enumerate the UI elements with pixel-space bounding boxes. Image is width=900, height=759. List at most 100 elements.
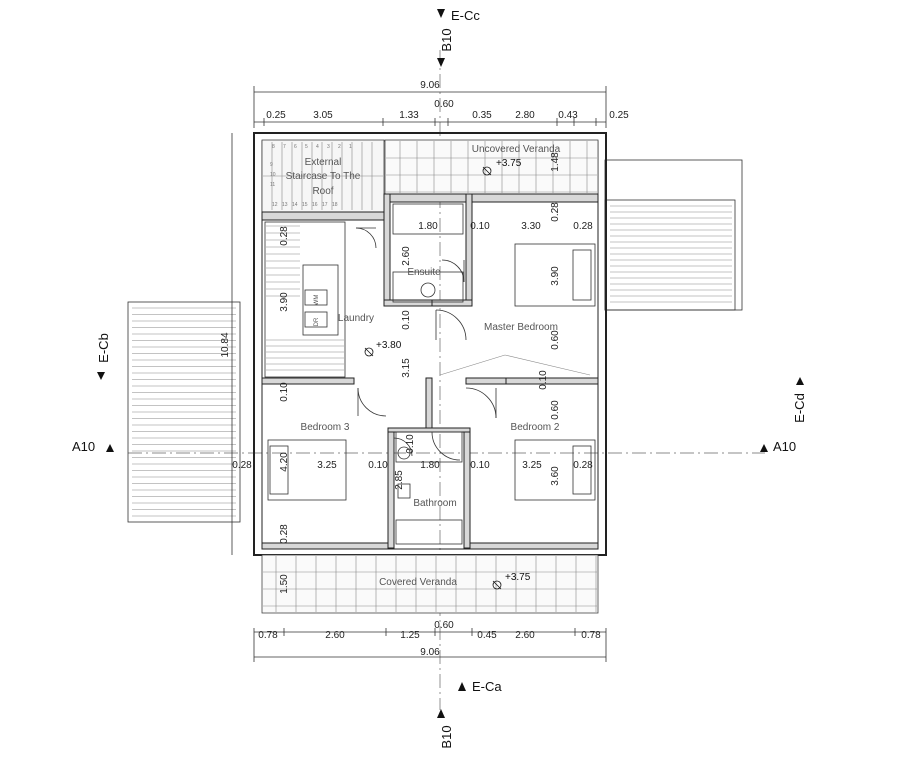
interior-walls	[261, 193, 599, 550]
section-top-b: B10	[439, 28, 454, 51]
stair-number: 4	[316, 144, 319, 150]
dim-top-seg-6: 0.43	[558, 110, 578, 121]
bedroom3-bed	[267, 439, 347, 501]
covered-veranda-area	[261, 554, 599, 614]
level-marker-uncovered: +3.75	[482, 158, 522, 176]
dim-top-center: 0.60	[434, 99, 454, 110]
dim-vc-2: 0.10	[401, 310, 412, 330]
ensuite-fixtures	[392, 203, 464, 303]
dim-left-seg-5: 0.28	[279, 524, 290, 544]
uncovered-veranda-area	[384, 139, 599, 196]
stair-number: 6	[294, 144, 297, 150]
dim-left-overall: 10.84	[220, 332, 231, 357]
bathroom-fixtures	[395, 431, 463, 545]
dim-bottom-seg-3: 1.25	[400, 630, 420, 641]
dim-left-seg-1: 0.28	[279, 226, 290, 246]
dim-mid-1: 0.28	[232, 460, 252, 471]
section-top-e: E-Cc	[451, 8, 480, 23]
stair-number: 5	[305, 144, 308, 150]
dim-bottom-center: 0.60	[434, 620, 454, 631]
label-bedroom3: Bedroom 3	[301, 422, 350, 433]
dim-vc-4: 0.10	[405, 434, 416, 454]
dim-top-overall: 9.06	[420, 80, 440, 91]
section-marker-left: E-Cb A10	[72, 333, 114, 454]
stair-number: 2	[338, 144, 341, 150]
dim-up-3: 3.30	[521, 221, 541, 232]
dim-top-seg-4: 0.35	[472, 110, 492, 121]
stair-number: 8	[272, 144, 275, 150]
stair-number: 9	[270, 162, 273, 168]
dim-vc-1: 2.60	[401, 246, 412, 266]
stair-number: 18	[332, 202, 338, 208]
stair-number: 16	[312, 202, 318, 208]
dim-up-1: 1.80	[418, 221, 438, 232]
dim-vr-1: 1.48	[550, 152, 561, 172]
dim-vr-2: 0.28	[550, 202, 561, 222]
dim-mid-6: 3.25	[522, 460, 542, 471]
stair-number: 17	[322, 202, 328, 208]
dim-bottom-seg-5: 2.60	[515, 630, 535, 641]
level-marker-covered: +3.75	[492, 572, 531, 590]
level-marker-laundry: +3.80	[364, 340, 402, 357]
dim-left-seg-6: 1.50	[279, 574, 290, 594]
label-ensuite: Ensuite	[407, 267, 441, 278]
stair-number: 12	[272, 202, 278, 208]
stair-number: 11	[270, 182, 275, 188]
dim-left-seg-4: 4.20	[279, 452, 290, 472]
dim-bottom-seg-2: 2.60	[325, 630, 345, 641]
dim-top-seg-5: 2.80	[515, 110, 535, 121]
dim-bottom-seg-6: 0.78	[581, 630, 601, 641]
internal-stair	[264, 221, 346, 378]
dim-up-4: 0.28	[573, 221, 593, 232]
section-marker-right: E-Cd A10	[760, 377, 807, 454]
level-laundry: +3.80	[376, 340, 402, 351]
dim-vr-6: 0.60	[550, 400, 561, 420]
dim-top-seg-3: 1.33	[399, 110, 419, 121]
section-right-e: E-Cd	[792, 393, 807, 423]
dim-top-seg-1: 0.25	[266, 110, 286, 121]
label-bedroom2: Bedroom 2	[511, 422, 560, 433]
dim-bottom-seg-4: 0.45	[477, 630, 497, 641]
dim-bottom-seg-1: 0.78	[258, 630, 278, 641]
dim-vc-3: 3.15	[401, 358, 412, 378]
label-stair-1: External	[305, 157, 342, 168]
dim-vc-5: 2.85	[394, 470, 405, 490]
section-left-e: E-Cb	[96, 333, 111, 363]
master-bed	[439, 243, 596, 376]
dim-bottom-overall: 9.06	[420, 647, 440, 658]
label-laundry: Laundry	[338, 313, 374, 324]
stair-number: 14	[292, 202, 298, 208]
stair-number: 7	[283, 144, 286, 150]
level-covered: +3.75	[505, 572, 531, 583]
right-deck	[604, 159, 743, 311]
bedroom2-bed	[514, 439, 596, 501]
section-marker-bottom: E-Ca B10	[437, 679, 502, 749]
dim-top-seg-7: 0.25	[609, 110, 629, 121]
label-stair-2: Staircase To The	[286, 171, 361, 182]
section-left-a: A10	[72, 439, 95, 454]
dim-vr-7: 3.60	[550, 466, 561, 486]
dim-up-2: 0.10	[470, 221, 490, 232]
stair-number: 3	[327, 144, 330, 150]
dim-mid-7: 0.28	[573, 460, 593, 471]
label-bathroom: Bathroom	[413, 498, 456, 509]
label-master-bedroom: Master Bedroom	[484, 322, 558, 333]
dim-mid-4: 1.80	[420, 460, 440, 471]
stair-number: 13	[282, 202, 288, 208]
label-uncovered-veranda: Uncovered Veranda	[472, 144, 561, 155]
stair-number: 15	[302, 202, 308, 208]
dim-vr-5: 0.10	[538, 370, 549, 390]
stair-number: 1	[349, 144, 352, 150]
section-marker-top: E-Cc B10	[437, 8, 480, 67]
dim-vr-4: 0.60	[550, 330, 561, 350]
section-bottom-e: E-Ca	[472, 679, 502, 694]
label-covered-veranda: Covered Veranda	[379, 577, 457, 588]
label-stair-3: Roof	[312, 186, 333, 197]
section-bottom-b: B10	[439, 725, 454, 748]
door-swings	[355, 227, 497, 461]
dim-mid-3: 0.10	[368, 460, 388, 471]
bottom-ticks	[283, 628, 576, 636]
dim-mid-5: 0.10	[470, 460, 490, 471]
